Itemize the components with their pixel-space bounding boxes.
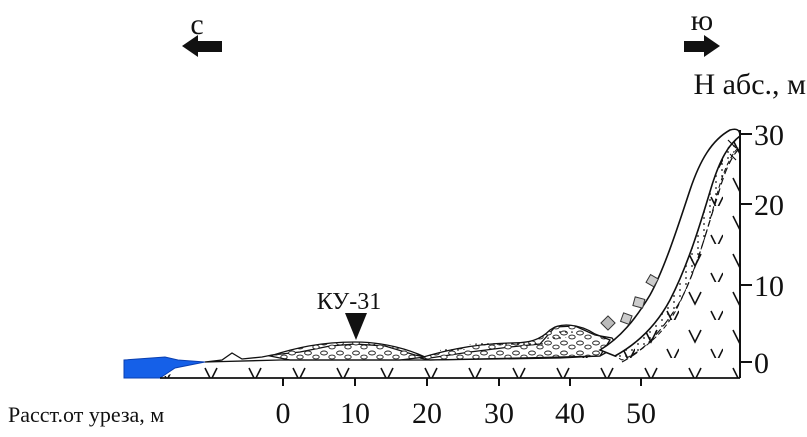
slope-dotted-band bbox=[613, 134, 741, 361]
marker-triangle-icon bbox=[345, 313, 367, 340]
scree-block-2 bbox=[619, 312, 633, 326]
scree-block-1 bbox=[600, 315, 616, 331]
arrow-right-icon bbox=[684, 35, 720, 57]
north-label: с bbox=[190, 8, 203, 41]
scree-block-3 bbox=[632, 296, 646, 309]
y-tick-label-30: 30 bbox=[754, 119, 784, 152]
x-tick-label-30: 30 bbox=[484, 397, 514, 430]
x-tick-label-0: 0 bbox=[276, 397, 291, 430]
x-tick-label-10: 10 bbox=[340, 397, 370, 430]
pebble-lens-1 bbox=[267, 341, 428, 361]
dotted-sand-layer bbox=[440, 329, 575, 354]
marker-label: КУ-31 bbox=[317, 289, 382, 315]
water-body bbox=[123, 356, 206, 379]
y-axis-label: Н абс., м bbox=[693, 68, 806, 101]
crest-hatch bbox=[727, 139, 737, 161]
y-tick-label-0: 0 bbox=[754, 347, 769, 380]
arrow-left-icon bbox=[182, 35, 222, 57]
south-label: ю bbox=[691, 4, 713, 37]
x-tick-label-40: 40 bbox=[555, 397, 585, 430]
scree-block-4 bbox=[645, 273, 660, 288]
y-tick-label-20: 20 bbox=[754, 189, 784, 222]
x-tick-label-50: 50 bbox=[626, 397, 656, 430]
bedrock-layer bbox=[160, 132, 740, 378]
x-tick-label-20: 20 bbox=[412, 397, 442, 430]
x-axis-label: Расст.от уреза, м bbox=[8, 402, 164, 427]
y-tick-label-10: 10 bbox=[754, 270, 784, 303]
slope-dashed-contact bbox=[621, 147, 741, 363]
